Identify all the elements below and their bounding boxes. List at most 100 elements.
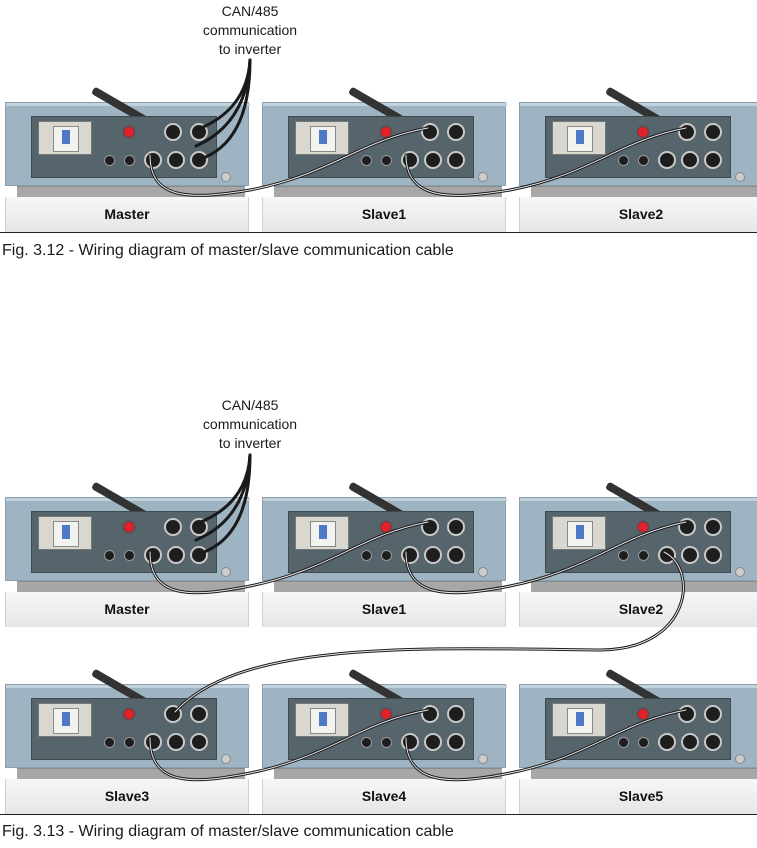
dip-switch (104, 550, 115, 561)
inverter-cable (194, 453, 252, 542)
dip-switch (618, 737, 629, 748)
comm-port (447, 705, 465, 723)
screw (478, 754, 488, 764)
comm-port (144, 733, 162, 751)
comm-port (447, 518, 465, 536)
dip-switch (618, 155, 629, 166)
screw (735, 172, 745, 182)
port-recess (288, 511, 474, 573)
circuit-breaker (295, 516, 349, 550)
link-cable (404, 520, 688, 595)
unit-base (262, 592, 506, 627)
unit-label: Slave2 (618, 206, 664, 222)
unit-label: Slave1 (361, 206, 407, 222)
circuit-breaker (38, 516, 92, 550)
battery-unit: Slave2 (519, 86, 757, 232)
comm-port (447, 123, 465, 141)
unit-base (5, 592, 249, 627)
comm-port (447, 733, 465, 751)
dip-switch (361, 550, 372, 561)
annotation-line: CAN/485 (221, 3, 279, 19)
dip-switch (638, 737, 649, 748)
screw (221, 754, 231, 764)
comm-port (704, 546, 722, 564)
circuit-breaker (295, 703, 349, 737)
comm-port (164, 518, 182, 536)
unit-label: Master (104, 601, 150, 617)
dip-switch (381, 550, 392, 561)
unit-label: Slave4 (361, 788, 407, 804)
comm-port (144, 151, 162, 169)
port-recess (545, 698, 731, 760)
dip-switch (638, 155, 649, 166)
annotation-line: communication (202, 416, 298, 432)
link-cable (404, 708, 688, 782)
link-cable (148, 708, 430, 782)
status-led (638, 522, 648, 532)
dip-switch (381, 155, 392, 166)
unit-base (519, 779, 757, 814)
status-led (638, 127, 648, 137)
screw (221, 172, 231, 182)
unit-base (519, 197, 757, 232)
comm-port (658, 151, 676, 169)
annotation-line: to inverter (218, 41, 282, 57)
comm-port (144, 546, 162, 564)
comm-port (704, 151, 722, 169)
port-recess (545, 116, 731, 178)
unit-base (5, 197, 249, 232)
annotation-line: to inverter (218, 435, 282, 451)
link-cable (148, 520, 430, 595)
comm-port (167, 546, 185, 564)
battery-unit: Slave3 (5, 668, 255, 814)
dip-switch (361, 155, 372, 166)
dip-switch (618, 550, 629, 561)
comm-port (167, 733, 185, 751)
dip-switch (381, 737, 392, 748)
unit-label: Slave2 (618, 601, 664, 617)
battery-unit: Slave5 (519, 668, 757, 814)
comm-port (704, 705, 722, 723)
comm-port (190, 705, 208, 723)
unit-base (262, 197, 506, 232)
screw (735, 754, 745, 764)
status-led (381, 522, 391, 532)
link-cable (148, 126, 430, 197)
unit-label: Slave5 (618, 788, 664, 804)
comm-port (190, 733, 208, 751)
figure-caption: Fig. 3.13 - Wiring diagram of master/sla… (2, 823, 454, 840)
screw (221, 567, 231, 577)
circuit-breaker (295, 121, 349, 155)
screw (478, 567, 488, 577)
status-led (381, 127, 391, 137)
port-recess (31, 698, 217, 760)
inverter-cable (194, 58, 252, 148)
circuit-breaker (552, 516, 606, 550)
figure-rule (0, 814, 757, 815)
comm-port (447, 546, 465, 564)
comm-port (704, 123, 722, 141)
comm-port (447, 151, 465, 169)
circuit-breaker (552, 703, 606, 737)
link-cable (404, 126, 688, 197)
comm-port (704, 733, 722, 751)
annotation-line: communication (202, 22, 298, 38)
dip-switch (361, 737, 372, 748)
status-led (124, 127, 134, 137)
can485-annotation: CAN/485 communication to inverter (170, 2, 330, 59)
port-recess (31, 116, 217, 178)
dip-switch (104, 155, 115, 166)
figure-rule (0, 232, 757, 233)
screw (478, 172, 488, 182)
comm-port (424, 546, 442, 564)
comm-port (167, 151, 185, 169)
comm-port (424, 733, 442, 751)
circuit-breaker (38, 703, 92, 737)
figure-caption: Fig. 3.12 - Wiring diagram of master/sla… (2, 242, 454, 259)
comm-port (164, 123, 182, 141)
battery-unit: Slave4 (262, 668, 512, 814)
circuit-breaker (552, 121, 606, 155)
unit-label: Master (104, 206, 150, 222)
battery-unit: Slave2 (519, 481, 757, 627)
comm-port (681, 151, 699, 169)
